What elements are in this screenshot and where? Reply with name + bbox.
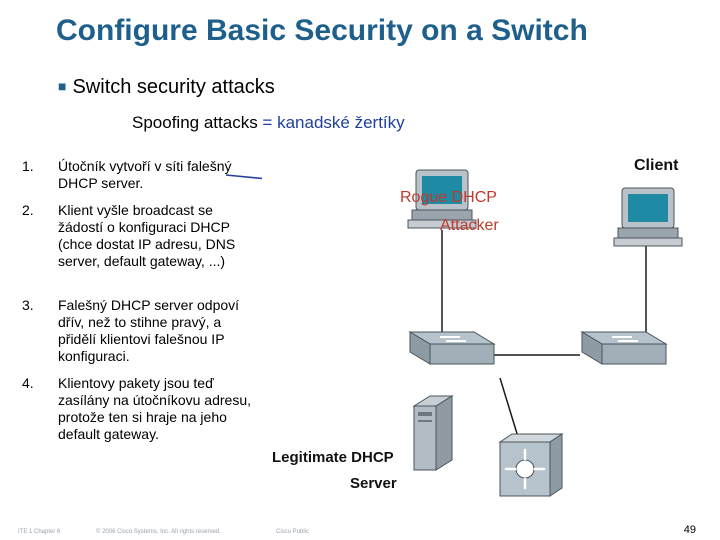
step-text: Klientovy pakety jsou teď zasílány na út… (58, 375, 252, 442)
legit-dhcp-label: Legitimate DHCP (272, 449, 394, 466)
attacker-label: Attacker (440, 217, 499, 234)
footer-right: Cisco Public (276, 529, 310, 535)
step-number: 3. (22, 297, 34, 313)
client-pc-icon (613, 187, 683, 247)
footer-left: ITE 1 Chapter 6 (18, 529, 61, 535)
subline-highlight: kanadské žertíky (277, 113, 405, 132)
step-text: Falešný DHCP server odpoví dřív, než to … (58, 297, 240, 364)
subline-prefix: Spoofing attacks (132, 113, 258, 132)
diagram-canvas: Client Rogue DHCP Attacker Legitimate DH… (272, 157, 683, 497)
step-text: Útočník vytvoří v síti falešný DHCP serv… (58, 158, 232, 191)
step-number: 4. (22, 375, 34, 391)
page-number: 49 (683, 524, 696, 536)
slide-title: Configure Basic Security on a Switch (56, 14, 588, 47)
step-number: 1. (22, 158, 34, 174)
switch-left-icon (408, 331, 496, 365)
attacker-pc-icon (407, 169, 477, 229)
network-diagram: Client Rogue DHCP Attacker Legitimate DH… (262, 150, 720, 502)
rogue-dhcp-label: Rogue DHCP (400, 189, 497, 206)
server-icon (412, 395, 454, 471)
switch-right-icon (580, 331, 668, 365)
step-number: 2. (22, 202, 34, 218)
server-label: Server (350, 475, 397, 492)
bullet-switch-security-attacks: ■ Switch security attacks (58, 76, 275, 99)
client-label: Client (634, 157, 679, 174)
subline-equals: = (257, 113, 278, 132)
step-text: Klient vyšle broadcast se žádostí o konf… (58, 202, 236, 269)
spoofing-subline: Spoofing attacks = kanadské žertíky (132, 113, 405, 133)
footer-copyright: © 2006 Cisco Systems, Inc. All rights re… (96, 529, 221, 535)
bullet-text: Switch security attacks (72, 76, 275, 98)
square-bullet-icon: ■ (58, 78, 67, 94)
router-icon (498, 433, 564, 497)
